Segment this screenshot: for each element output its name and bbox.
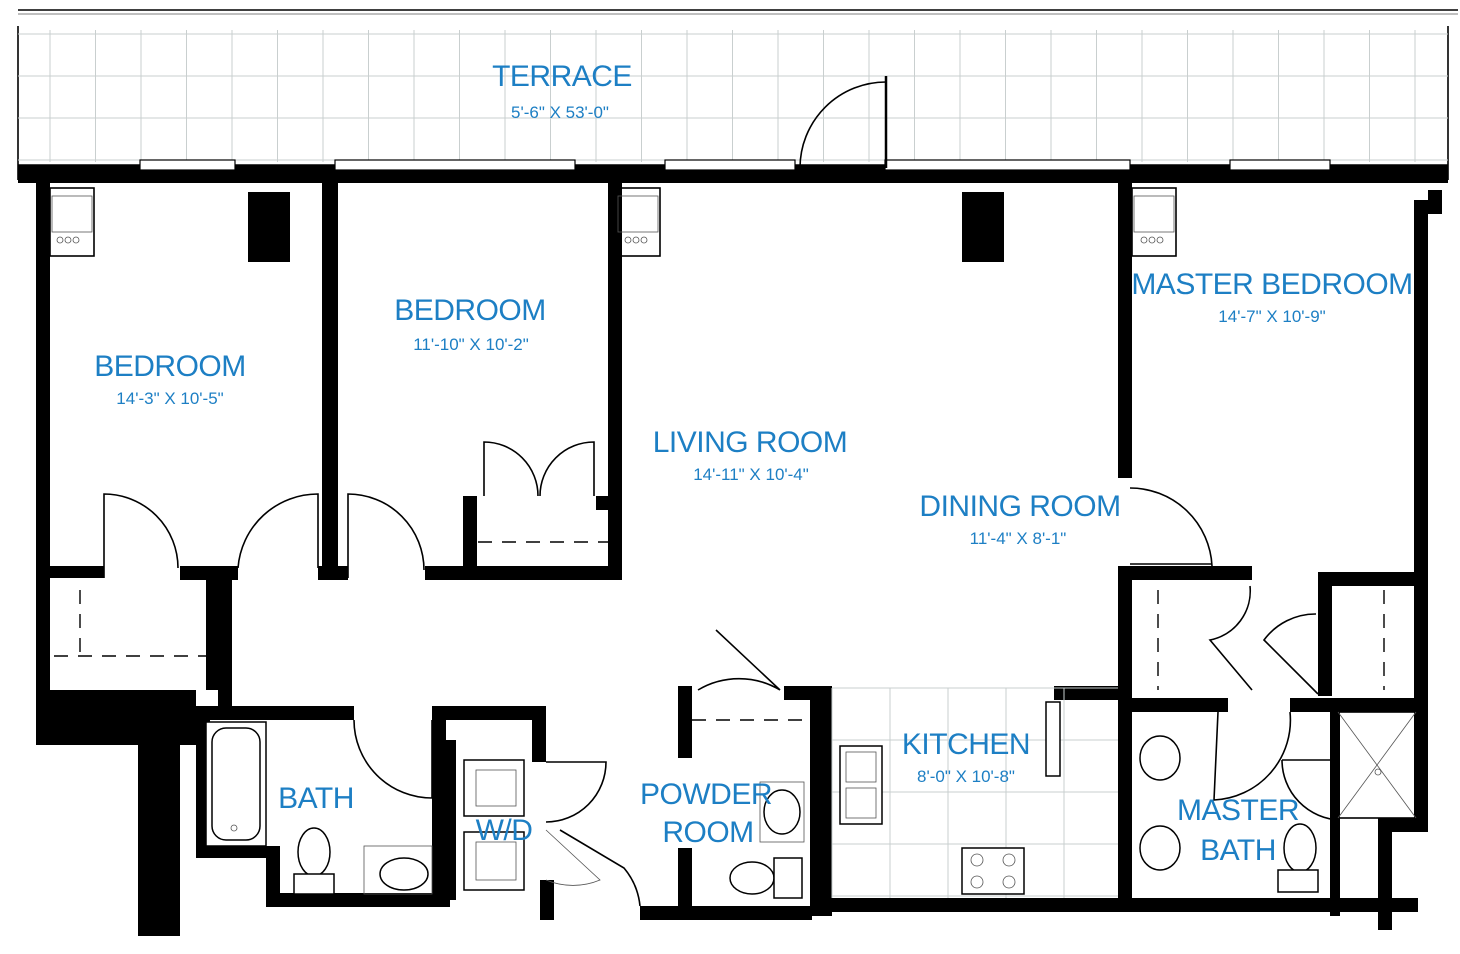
kitchen-sink xyxy=(839,745,883,825)
kitchen-counter xyxy=(831,687,1118,898)
columns xyxy=(248,192,1004,262)
terrace-name: TERRACE xyxy=(492,60,632,93)
doors xyxy=(103,441,1341,907)
hvac-unit-right xyxy=(1131,187,1177,257)
bathtub xyxy=(205,721,267,847)
powder-sink xyxy=(759,781,805,843)
master-toilet xyxy=(1277,823,1319,893)
master-sinks xyxy=(1139,735,1181,871)
hvac-unit-middle xyxy=(615,187,661,257)
kitchen-dims: 8'-0" X 10'-8" xyxy=(917,767,1015,786)
terrace-dims: 5'-6" X 53'-0" xyxy=(511,103,609,122)
terrace-tile-grid xyxy=(18,30,1448,162)
master-bedroom-name: MASTER BEDROOM xyxy=(1131,268,1412,301)
hvac-units xyxy=(49,187,1177,257)
kitchen-name: KITCHEN xyxy=(902,728,1030,761)
powder-room-name-2: ROOM xyxy=(662,816,753,849)
master-bedroom-dims: 14'-7" X 10'-9" xyxy=(1218,307,1325,326)
dining-room-dims: 11'-4" X 8'-1" xyxy=(970,529,1067,548)
shower xyxy=(1337,711,1417,819)
master-bath-name-1: MASTER xyxy=(1177,794,1299,827)
hvac-unit-left xyxy=(49,187,95,257)
living-room-name: LIVING ROOM xyxy=(653,426,848,459)
wd-name: W/D xyxy=(476,814,533,847)
fridge xyxy=(1045,701,1061,777)
powder-room-name-1: POWDER xyxy=(640,778,772,811)
bedroom-middle-name: BEDROOM xyxy=(394,294,546,327)
labels: TERRACE 5'-6" X 53'-0" BEDROOM 14'-3" X … xyxy=(94,60,1413,867)
master-bath-name-2: BATH xyxy=(1200,834,1276,867)
bedroom-middle-dims: 11'-10" X 10'-2" xyxy=(413,335,529,354)
powder-toilet xyxy=(729,857,803,899)
bath-sink xyxy=(363,845,433,895)
terrace-door[interactable] xyxy=(799,76,888,169)
bedroom-left-dims: 14'-3" X 10'-5" xyxy=(116,389,223,408)
closet-shelves xyxy=(54,541,1385,721)
living-room-dims: 14'-11" X 10'-4" xyxy=(693,465,809,484)
terrace xyxy=(17,9,1458,183)
bath-name: BATH xyxy=(278,782,354,815)
washer-dryer xyxy=(463,759,525,891)
dining-room-name: DINING ROOM xyxy=(919,490,1120,523)
range xyxy=(961,847,1025,895)
bath-toilet xyxy=(293,827,335,895)
bedroom-left-name: BEDROOM xyxy=(94,350,246,383)
